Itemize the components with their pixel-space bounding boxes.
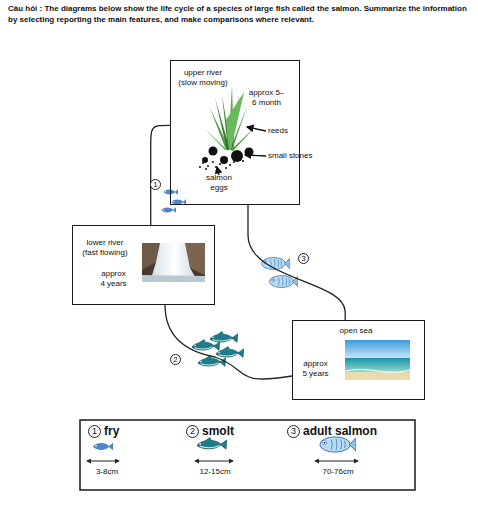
reed-leaf <box>226 92 244 150</box>
smolt-fish <box>192 339 220 350</box>
callout-number: 2 <box>186 425 199 438</box>
fry-fish <box>171 199 186 204</box>
pointer-arrow <box>245 155 266 156</box>
sand <box>345 372 410 380</box>
stage-duration: approx 5–6 month <box>247 88 286 107</box>
stage-box: open sea approx 5 years <box>292 320 425 400</box>
callout-number: 2 <box>170 354 181 365</box>
egg <box>229 164 231 166</box>
adult-fish <box>262 258 291 270</box>
question-heading: Câu hỏi : The diagrams below show the li… <box>8 4 473 26</box>
life-cycle-path <box>151 125 170 225</box>
pointer-arrows <box>217 127 266 175</box>
reed-plant <box>204 86 256 151</box>
part-label: salmon eggs <box>204 173 234 192</box>
stone <box>231 150 243 162</box>
smolt-fish <box>210 331 238 342</box>
egg <box>199 166 201 168</box>
wave <box>345 370 410 373</box>
key-entry: adult salmon <box>303 424 377 438</box>
callout-number: 3 <box>287 425 300 438</box>
key-box <box>80 420 415 490</box>
egg <box>207 165 209 167</box>
key-entry: smolt <box>202 424 234 438</box>
adult-group <box>262 258 299 288</box>
stage-duration: approx 4 years <box>99 269 128 288</box>
smolt-fish <box>198 355 226 366</box>
fry-group <box>161 189 186 212</box>
smolt-fish <box>216 346 244 357</box>
life-cycle-path <box>248 205 345 320</box>
sky <box>345 340 410 358</box>
waterfall-photo <box>142 243 205 282</box>
egg <box>202 162 204 164</box>
stage-box: lower river (fast flowing) approx 4 years <box>72 225 215 305</box>
smolt-group <box>192 331 244 366</box>
callout-number: 1 <box>150 179 161 190</box>
egg <box>205 168 207 170</box>
size-arrow <box>195 461 233 462</box>
size-arrow <box>87 461 119 462</box>
size-label: 70-76cm <box>316 467 360 477</box>
egg <box>212 161 214 163</box>
egg <box>219 163 221 165</box>
stage-name: open sea <box>331 326 381 336</box>
stone <box>220 156 228 164</box>
salmon-eggs <box>199 160 244 170</box>
photo-frame <box>142 243 205 282</box>
sea <box>345 358 410 372</box>
pointer-arrow <box>247 127 266 131</box>
stone <box>209 147 218 156</box>
stage-name: upper river (slow moving) <box>175 68 231 87</box>
fry-fish <box>161 207 176 212</box>
callout-number: 3 <box>298 253 309 264</box>
egg <box>225 167 227 169</box>
key-entry: fry <box>104 424 119 438</box>
stage-duration: approx 5 years <box>301 359 330 378</box>
pool <box>142 275 205 282</box>
stage-name: lower river (fast flowing) <box>79 238 131 257</box>
size-label: 3-8cm <box>90 467 124 477</box>
egg <box>233 161 235 163</box>
part-label: small stones <box>268 151 318 161</box>
size-label: 12-15cm <box>195 467 235 477</box>
key-adult-fish <box>320 437 356 452</box>
sea-photo <box>345 340 410 380</box>
size-arrow <box>315 461 358 462</box>
size-arrows <box>87 461 358 462</box>
life-cycle-path <box>165 305 292 379</box>
key-smolt-fish <box>197 437 227 449</box>
part-label: reeds <box>268 126 308 136</box>
adult-fish <box>270 276 299 288</box>
key-fry-fish <box>93 443 113 450</box>
callout-number: 1 <box>88 425 101 438</box>
egg <box>242 160 244 162</box>
